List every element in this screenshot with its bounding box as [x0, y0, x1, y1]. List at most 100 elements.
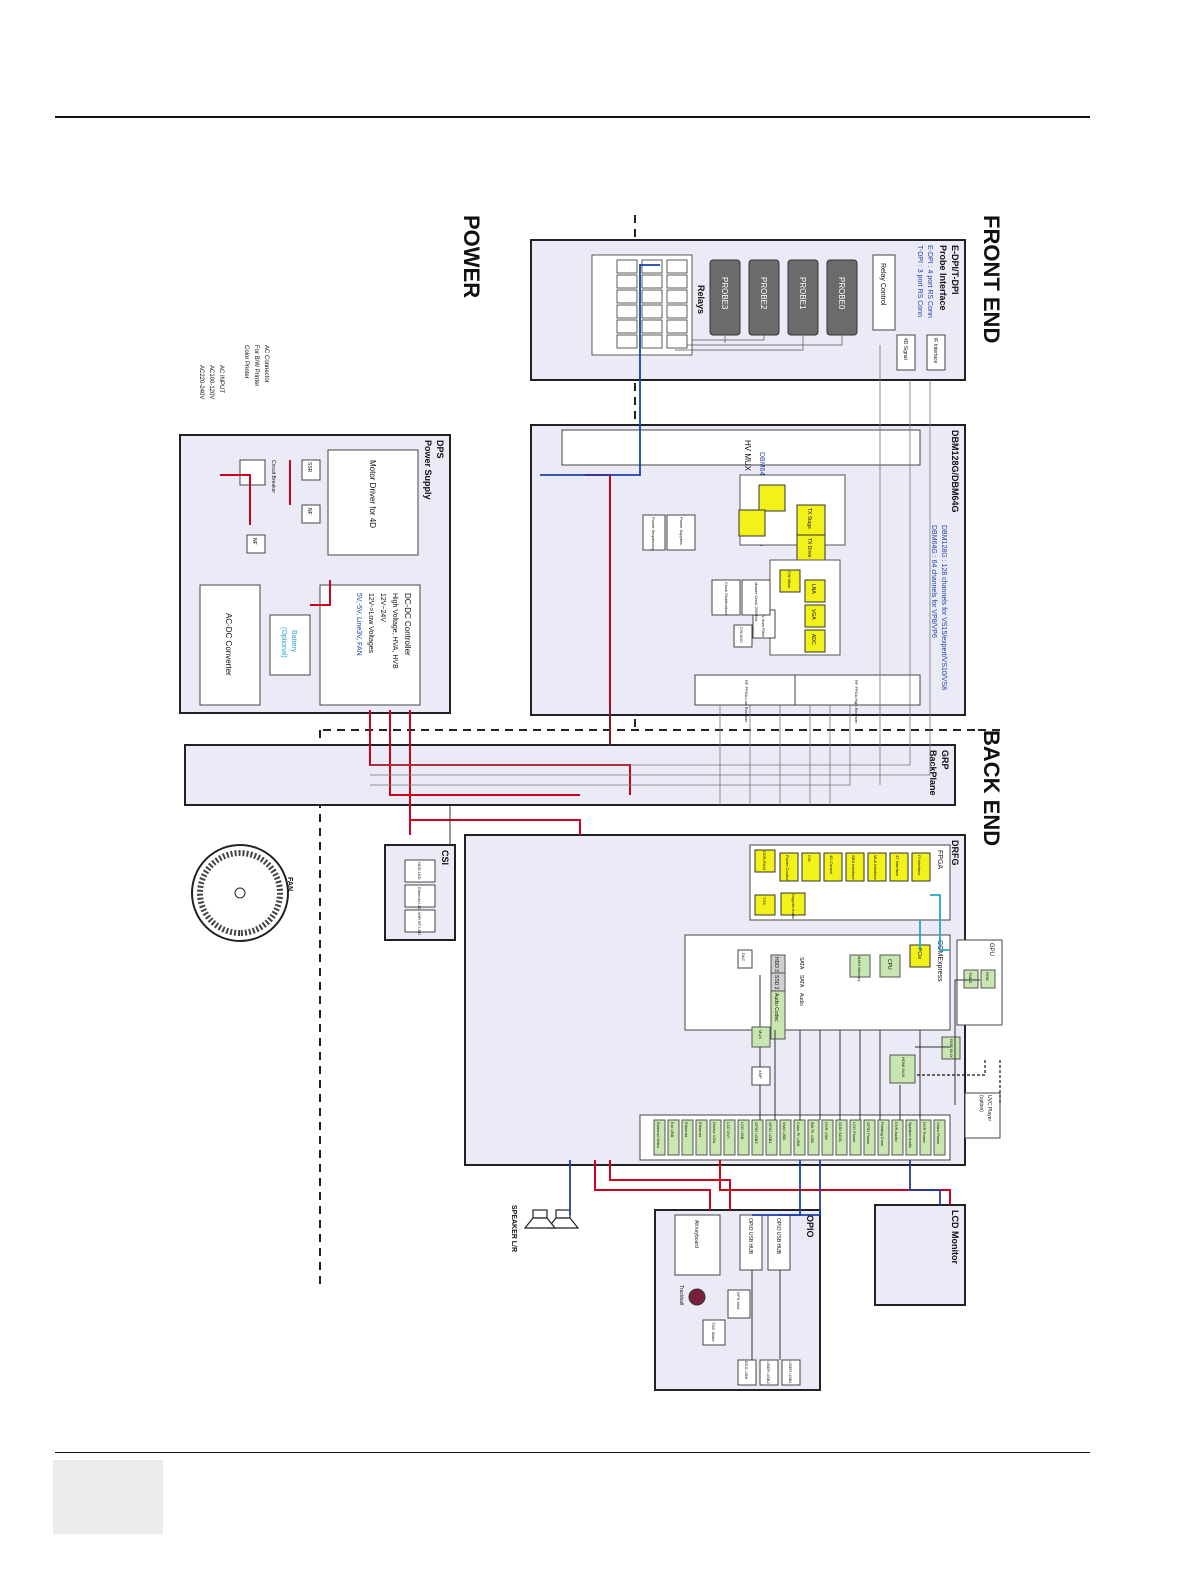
power-supplies-label: Power Supplies — [679, 517, 684, 545]
connector-label: Printing Conn — [880, 1122, 885, 1146]
tgc-slider — [702, 1319, 726, 1346]
connector-label: Ext USB — [670, 1122, 675, 1137]
dac-label: DAC — [741, 953, 746, 962]
dcdc-line4: 5V,-5V, Line3V, FAN — [355, 593, 362, 656]
gray-bus-wires — [370, 345, 931, 805]
drfg-title: DRFG — [950, 840, 960, 866]
dbm-note2: DBM64G : 64 channels for VP8/VP6 — [930, 525, 937, 638]
dps-title: DPS — [435, 440, 445, 459]
fpga-sbs — [845, 852, 865, 882]
user-usb2 — [759, 1359, 779, 1386]
fpga-4t-label: 4T Interface — [895, 855, 900, 877]
main-memory-label: MAIN Memory — [857, 956, 862, 982]
speaker-icon — [523, 1209, 580, 1229]
user-usb1 — [781, 1359, 801, 1386]
battery — [269, 614, 311, 676]
connector-label: ODD SATA — [838, 1122, 843, 1142]
section-back-end: BACK END — [979, 730, 1004, 846]
csi-title: CSI — [440, 850, 450, 865]
fpga-4d-label: 4D Control — [829, 855, 834, 874]
rf-fpga-low-label: RF FPGA Low Receiver — [744, 680, 749, 723]
probe-note-tdpi: T-DPI : 3 port RS Conn — [916, 245, 923, 317]
power-wires — [220, 460, 951, 1210]
port-4d-signal — [896, 334, 916, 371]
csi-led-hdd-label: HDD LED — [417, 862, 422, 880]
connector-label: LCD Power — [852, 1122, 857, 1143]
fpga-pi — [911, 852, 931, 882]
opio-usb-hub-2 — [739, 1214, 763, 1271]
master-clock — [741, 579, 771, 616]
csi-led-ethernet — [404, 884, 436, 908]
trackball-icon — [688, 1288, 706, 1306]
probe0-label: PROBE0 — [837, 277, 846, 310]
tx-drive-label: TX Drive — [806, 538, 812, 558]
connector-label: External Video — [656, 1122, 661, 1149]
fan-label: FAN — [286, 877, 293, 891]
system-block-diagram: FRONT END POWER BACK END E-DPI/T-DPI Pro… — [179, 215, 1004, 1391]
rgb-mux-label: RGB MUX — [949, 1039, 954, 1058]
opio-title: OPIO — [805, 1215, 815, 1238]
port-4d-signal-label: 4D Signal — [902, 338, 908, 360]
ac-input-line2: AC220-240V — [198, 365, 204, 399]
fpga-sbs-label: SBS Interface — [851, 855, 856, 880]
sata-port-1: SATA — [798, 957, 804, 970]
header-rule — [55, 116, 1090, 118]
ac-input-label: AC INPUT — [218, 365, 224, 393]
lcd-monitor-box — [874, 1204, 966, 1306]
connector-label: OPIO USB1 — [768, 1122, 773, 1144]
dps-subtitle: Power Supply — [423, 440, 433, 500]
section-power: POWER — [459, 215, 484, 298]
gpu-box — [956, 939, 1003, 1026]
tx-stage — [796, 504, 826, 536]
comexpress-label: COMExpress — [936, 940, 943, 982]
connector-label: Speaker Audio — [908, 1122, 913, 1149]
connector-label: Video Power — [936, 1122, 941, 1145]
master-clock-label: Master Clock 200MHz — [754, 582, 759, 621]
dac — [737, 949, 753, 969]
gpu-rgb — [980, 969, 996, 989]
lcd-monitor-label: LCD Monitor — [950, 1210, 960, 1264]
lna-label: LNA — [810, 584, 816, 594]
probe-interface-title: E-DPI/T-DPI — [950, 245, 960, 295]
tx-switch2 — [738, 509, 766, 537]
relay-array — [591, 254, 693, 356]
dcdc-title: DC-DC Controller — [403, 593, 412, 656]
motor-driver — [327, 449, 419, 556]
dcdc-controller — [319, 584, 421, 706]
csi-led-wifi-label: WiFi BT LED — [417, 912, 422, 935]
nf-2 — [246, 534, 266, 554]
tx-stage-label: TX Stage — [806, 508, 812, 529]
ddr-ram — [754, 849, 776, 873]
audio-port: Audio — [798, 993, 804, 1006]
ac-connector-line1: For B/W Printer — [253, 345, 259, 386]
uvc-player-label: UVC Player — [986, 1095, 992, 1121]
ac-connector-label: AC Connector — [263, 345, 269, 383]
csi-led-hdd — [404, 859, 436, 883]
grp-subtitle: BackPlane — [928, 750, 938, 796]
adc — [804, 629, 826, 653]
gpu-rgb-label: RGB — [985, 972, 990, 981]
main-memory — [849, 954, 871, 978]
connector-label: Ethernet — [684, 1122, 689, 1138]
usb-wires — [540, 264, 941, 1216]
rf-fpga-high-label: RF FPGA High Receiver — [854, 680, 859, 724]
connector-label: Color Pr USB — [796, 1122, 801, 1146]
circuit-breaker — [239, 459, 266, 486]
hv-mux[interactable] — [561, 429, 921, 466]
acdc-label: AC-DC Converter — [224, 613, 233, 676]
tgc-slider-label: TGC Slider — [711, 1322, 716, 1342]
nf-1 — [301, 504, 321, 524]
connector-label: DVR Audio — [894, 1122, 899, 1142]
ssr-label: SSR — [306, 462, 312, 473]
dbm-note1: DBM128G : 128 channels for VS15/expert/V… — [940, 525, 947, 690]
cpu — [879, 954, 901, 978]
probe-relay-wires — [675, 335, 843, 351]
connector-label: DVR Power — [922, 1122, 927, 1144]
section-front-end: FRONT END — [979, 215, 1004, 343]
acdc-converter — [199, 584, 261, 706]
amp-label: AMP — [758, 1070, 763, 1079]
tx-switch1 — [758, 484, 786, 512]
connector-label: OPIO USB2 — [754, 1122, 759, 1144]
clock-distributions — [711, 579, 741, 616]
pcie-label: PCIe — [916, 948, 922, 959]
